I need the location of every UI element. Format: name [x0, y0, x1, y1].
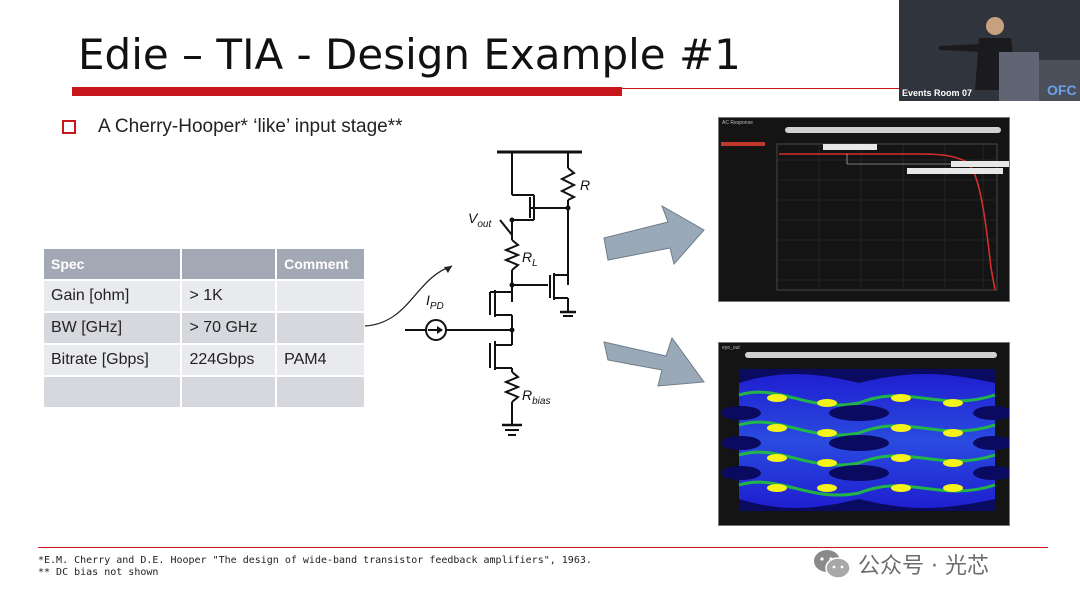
table-row: BW [GHz] > 70 GHz	[41, 311, 366, 345]
ac-response-plot	[721, 142, 1009, 291]
wechat-logo-icon	[814, 550, 851, 579]
eye-diagram-plot	[721, 369, 1009, 511]
label-rbias: Rbias	[522, 387, 550, 407]
arrow-to-eye-diagram-icon	[603, 336, 705, 387]
table-header-row: Spec Comment	[41, 247, 366, 281]
eye-diagram-panel: eye_out	[718, 342, 1010, 526]
table-cell: BW [GHz]	[41, 311, 183, 345]
cherry-hooper-schematic: R Vout RL IPD Rbias	[405, 150, 590, 436]
page-title: Edie – TIA - Design Example #1	[78, 30, 741, 79]
label-r: R	[580, 177, 590, 193]
table-row	[41, 375, 366, 409]
table-row: Bitrate [Gbps] 224Gbps PAM4	[41, 343, 366, 377]
ac-response-title: AC Response	[722, 120, 753, 126]
bullet-item: A Cherry-Hooper* ‘like’ input stage**	[62, 116, 403, 138]
connector-arrow	[364, 265, 453, 327]
speaker-video-inset: OFC Events Room 07	[899, 0, 1080, 101]
spec-table: Spec Comment Gain [ohm] > 1K BW [GHz] > …	[41, 247, 366, 409]
svg-text:OFC: OFC	[1047, 82, 1077, 98]
watermark: 公众号 · 光芯	[812, 548, 989, 580]
eye-scrollbar[interactable]	[745, 352, 997, 358]
table-header-spec: Spec	[41, 247, 183, 281]
table-cell	[275, 375, 366, 409]
title-underline-thin	[622, 88, 902, 89]
table-cell	[180, 375, 278, 409]
title-underline	[72, 87, 622, 96]
arrow-to-ac-response-icon	[603, 204, 705, 266]
table-cell	[41, 375, 183, 409]
table-header-value	[180, 247, 278, 281]
table-cell: Gain [ohm]	[41, 279, 183, 313]
video-room-label: Events Room 07	[902, 88, 973, 98]
bullet-square-icon	[62, 120, 76, 134]
table-cell: > 70 GHz	[180, 311, 278, 345]
table-cell: 224Gbps	[180, 343, 278, 377]
ac-scrollbar[interactable]	[785, 127, 1001, 133]
table-cell	[275, 279, 366, 313]
table-header-comment: Comment	[275, 247, 366, 281]
watermark-text: 公众号 · 光芯	[858, 554, 989, 579]
ac-response-panel: AC Response	[718, 117, 1010, 302]
footnotes: *E.M. Cherry and D.E. Hooper "The design…	[38, 555, 592, 579]
bullet-text: A Cherry-Hooper* ‘like’ input stage**	[98, 116, 403, 137]
label-rl: RL	[522, 249, 538, 269]
eye-diagram-title: eye_out	[722, 345, 740, 351]
table-cell: PAM4	[275, 343, 366, 377]
table-cell	[275, 311, 366, 345]
table-cell: Bitrate [Gbps]	[41, 343, 183, 377]
footer-divider	[38, 547, 1048, 548]
label-vout: Vout	[468, 210, 492, 230]
speaker-figure-icon: OFC	[899, 0, 1080, 101]
footnote-1: *E.M. Cherry and D.E. Hooper "The design…	[38, 555, 592, 566]
table-row: Gain [ohm] > 1K	[41, 279, 366, 313]
table-cell: > 1K	[180, 279, 278, 313]
label-ipd: IPD	[426, 292, 444, 312]
footnote-2: ** DC bias not shown	[38, 567, 159, 578]
